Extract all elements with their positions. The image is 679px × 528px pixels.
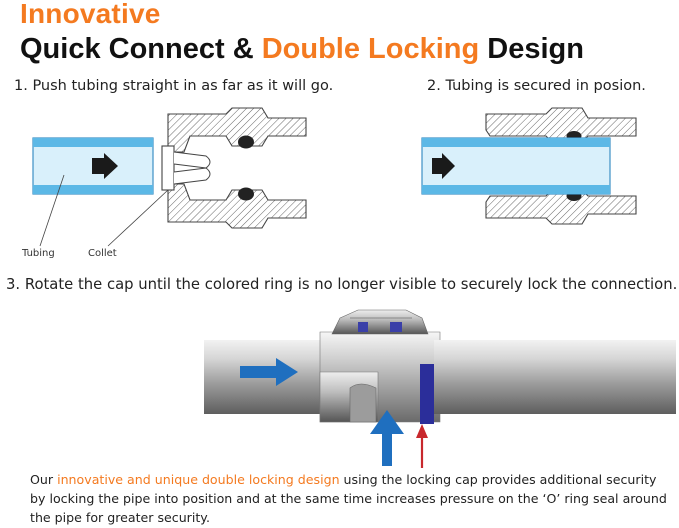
diagram-tubing-secured <box>421 107 637 225</box>
direction-arrow-icon <box>240 358 298 386</box>
step-1-label: 1. Push tubing straight in as far as it … <box>14 78 334 94</box>
title-main-part2: Design <box>479 33 584 65</box>
tubing-inserted-shape <box>421 137 611 195</box>
push-arrow-icon <box>92 153 118 179</box>
diagram-push-tubing <box>32 107 307 247</box>
colored-ring-shape <box>420 364 434 424</box>
diagram-locking-cap <box>204 309 676 468</box>
step-2-label: 2. Tubing is secured in posion. <box>427 78 646 94</box>
rotate-cap-arrow-icon <box>370 410 404 466</box>
right-pipe-shape <box>434 340 676 414</box>
caption-text: Our innovative and unique double locking… <box>30 470 670 527</box>
title-main-part1: Quick Connect & <box>20 33 262 65</box>
title-main: Quick Connect & Double Locking Design <box>20 33 584 66</box>
fitting-body-shape <box>161 107 307 229</box>
callout-tubing: Tubing <box>22 248 55 259</box>
caption-accent: innovative and unique double locking des… <box>57 472 340 487</box>
tubing-shape <box>32 137 154 195</box>
caption-part2: using the locking cap provides additiona… <box>30 472 667 525</box>
locking-cap-shape <box>331 309 429 335</box>
title-main-accent: Double Locking <box>261 33 480 65</box>
title-innovative: Innovative <box>20 0 161 29</box>
step-3-label: 3. Rotate the cap until the colored ring… <box>6 276 678 293</box>
callout-collet: Collet <box>88 248 117 259</box>
caption-part1: Our <box>30 472 58 487</box>
inserted-arrow-icon <box>432 153 455 179</box>
